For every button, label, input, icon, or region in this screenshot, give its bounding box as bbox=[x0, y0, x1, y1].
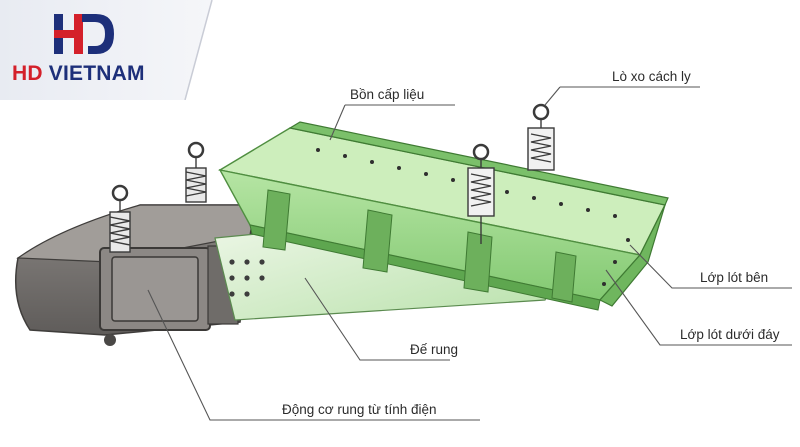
label-vibration-base: Đế rung bbox=[410, 342, 458, 357]
label-side-liner: Lớp lót bên bbox=[700, 270, 768, 285]
label-hopper: Bồn cấp liệu bbox=[350, 87, 424, 102]
magnetic-motor bbox=[16, 205, 255, 346]
label-bottom-liner: Lớp lót dưới đáy bbox=[680, 327, 780, 342]
label-isolation-spring: Lò xo cách ly bbox=[612, 69, 691, 84]
label-magnetic-motor: Động cơ rung từ tính điện bbox=[282, 402, 436, 417]
